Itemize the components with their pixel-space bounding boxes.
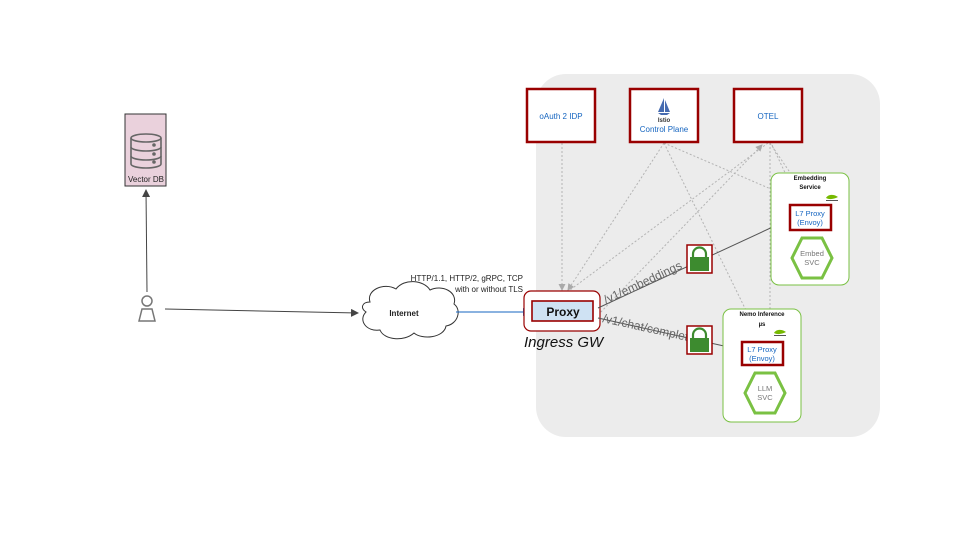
- vector-db-node[interactable]: Vector DB: [124, 113, 167, 187]
- nemo-inference-subtitle: µs: [759, 322, 766, 328]
- ingress-gw-label: Ingress GW: [524, 334, 605, 351]
- otel-label: OTEL: [758, 112, 779, 121]
- embedding-proxy-sublabel: (Envoy): [797, 218, 823, 227]
- nemo-proxy-label: L7 Proxy: [747, 345, 777, 354]
- lock-icon: [686, 325, 713, 355]
- proxy-box[interactable]: [531, 300, 594, 322]
- llm-svc-label: LLM: [758, 384, 773, 393]
- nemo-l7-proxy[interactable]: [740, 340, 785, 367]
- embed-svc-hexagon[interactable]: [790, 236, 834, 280]
- nemo-inference-pod[interactable]: Nemo Inference µs L7 Proxy (Envoy) LLM S…: [722, 308, 802, 423]
- proxy-label: Proxy: [546, 305, 580, 319]
- lock-icon: [686, 244, 713, 274]
- internet-label: Internet: [389, 309, 419, 318]
- nvidia-logo-icon: [773, 328, 787, 336]
- embedding-service-subtitle: Service: [799, 185, 821, 191]
- user-icon[interactable]: [138, 295, 156, 322]
- internet-cloud[interactable]: Internet: [362, 281, 459, 340]
- vector-db-label: Vector DB: [128, 175, 164, 184]
- istio-control-plane-node[interactable]: Istio Control Plane: [628, 87, 700, 144]
- protocols-line1: HTTP/1.1, HTTP/2, gRPC, TCP: [411, 274, 523, 283]
- nemo-proxy-sublabel: (Envoy): [749, 354, 775, 363]
- oauth-label: oAuth 2 IDP: [539, 112, 582, 121]
- llm-svc-hexagon[interactable]: [743, 371, 787, 415]
- otel-node[interactable]: OTEL: [732, 87, 804, 144]
- embedding-l7-proxy[interactable]: [788, 203, 833, 232]
- protocols-line2: with or without TLS: [454, 285, 523, 294]
- embedding-service-pod[interactable]: Embedding Service L7 Proxy (Envoy) Embed…: [770, 172, 850, 286]
- istio-brand-label: Istio: [658, 118, 671, 124]
- cloud-icon: [362, 281, 459, 340]
- oauth-idp-node[interactable]: oAuth 2 IDP: [525, 87, 597, 144]
- ingress-gateway[interactable]: Proxy Ingress GW: [523, 290, 605, 351]
- user-to-internet-arrow: [164, 308, 359, 317]
- nemo-inference-title: Nemo Inference: [739, 312, 785, 318]
- control-plane-label: Control Plane: [640, 125, 689, 134]
- user-to-vectordb-arrow: [142, 189, 151, 293]
- embed-svc-sublabel: SVC: [804, 258, 820, 267]
- database-icon: [130, 133, 162, 169]
- embed-svc-label: Embed: [800, 249, 824, 258]
- istio-sail-icon: [658, 98, 670, 115]
- chat-route-arrow: [597, 317, 743, 353]
- embedding-proxy-label: L7 Proxy: [795, 209, 825, 218]
- embedding-service-title: Embedding: [794, 176, 827, 182]
- llm-svc-sublabel: SVC: [757, 393, 773, 402]
- nvidia-logo-icon: [825, 193, 839, 201]
